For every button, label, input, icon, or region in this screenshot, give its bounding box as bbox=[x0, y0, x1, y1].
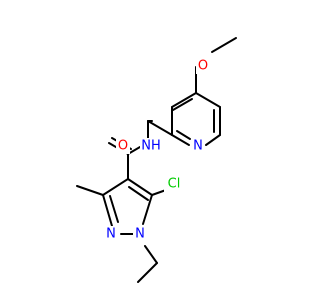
bond-n-c6 bbox=[205, 134, 221, 146]
bond-n1-ch2 bbox=[144, 245, 158, 264]
bond-n2-c3pz-inner bbox=[109, 195, 119, 223]
bond-c3pz-c4pz bbox=[102, 178, 129, 196]
atom-label-chlorine: Cl bbox=[168, 177, 181, 192]
atom-label-pyrazole-n2: N bbox=[106, 227, 116, 242]
bond-c5pz-cl bbox=[151, 189, 167, 196]
atom-label-carbonyl-oxygen: O bbox=[118, 139, 128, 154]
bond-c4pz-c5pz bbox=[127, 178, 153, 196]
bond-c3pz-methyl bbox=[76, 185, 104, 196]
bond-c5-c4 bbox=[195, 92, 221, 108]
atom-label-methoxy-oxygen: O bbox=[198, 59, 208, 74]
atom-label-pyridine-nitrogen: N bbox=[193, 139, 203, 154]
bond-c5pz-c4pz-inner bbox=[128, 186, 149, 201]
bond-c2-n bbox=[171, 134, 190, 146]
bond-c2-ch2 bbox=[147, 120, 173, 136]
bond-c4-c3 bbox=[171, 92, 197, 108]
bond-n2-c3pz bbox=[102, 194, 113, 227]
atom-label-pyrazole-n1: N bbox=[135, 227, 145, 242]
molecule-structure: O N NH O N N Cl bbox=[76, 37, 237, 283]
bond-c4-c3-inner bbox=[172, 98, 193, 111]
atom-label-amide-nitrogen: NH bbox=[141, 139, 161, 154]
bond-c2-n-inner bbox=[176, 130, 191, 140]
bond-methyl-o bbox=[211, 37, 237, 53]
bond-c5pz-n1 bbox=[142, 194, 153, 225]
bond-ch2-ch3 bbox=[137, 262, 158, 283]
